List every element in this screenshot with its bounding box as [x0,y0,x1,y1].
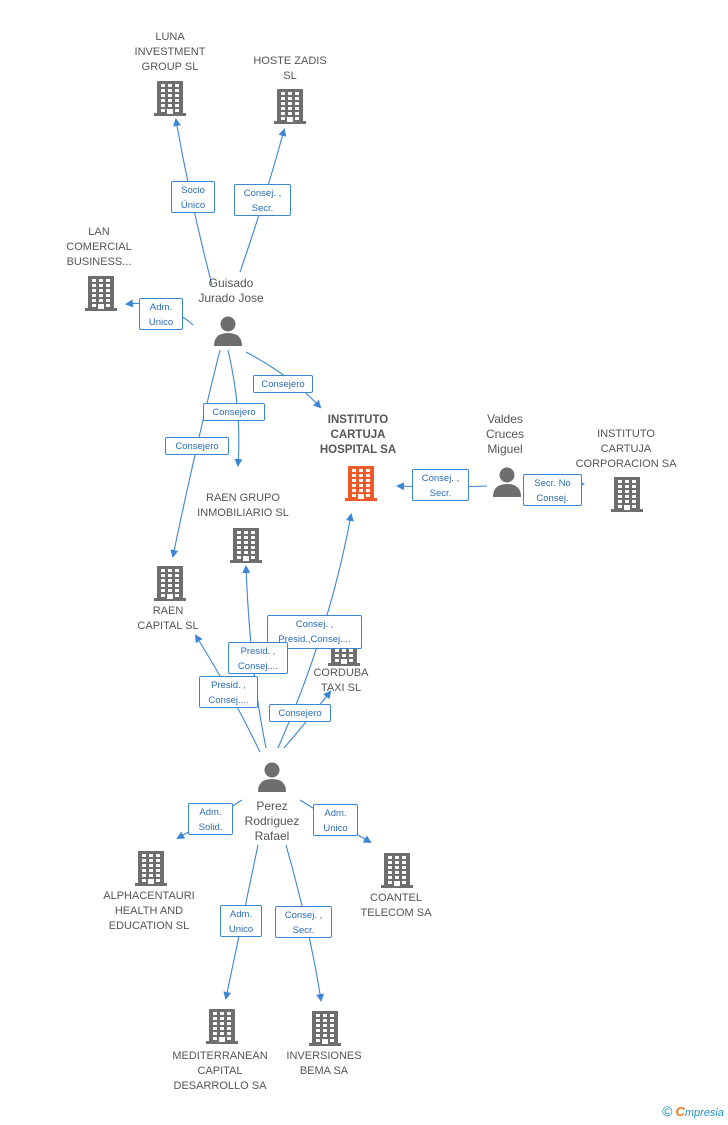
raengrupo-label[interactable]: RAEN GRUPO INMOBILIARIO SL [197,492,289,519]
e-guisado-instituto-role-label[interactable]: Consejero [253,375,313,393]
corporacion-building-icon[interactable] [611,477,643,512]
e-guisado-lan-role-label[interactable]: Adm. Unico [139,298,183,330]
hoste-building-icon[interactable] [274,89,306,124]
brand-footer: © Cmpresia [662,1103,724,1119]
e-perez-corduba-role-label[interactable]: Consejero [269,704,331,722]
brand-name: mpresia [684,1107,724,1119]
alpha-building-icon[interactable] [135,851,167,886]
e-perez-coantel-role-label[interactable]: Adm. Unico [313,804,358,836]
coantel-building-icon[interactable] [381,853,413,888]
raengrupo-building-icon[interactable] [230,528,262,563]
guisado-person-icon[interactable] [214,316,242,347]
valdes-label[interactable]: Valdes Cruces Miguel [485,412,524,456]
valdes-person-icon[interactable] [493,467,521,498]
bema-label[interactable]: INVERSIONES BEMA SA [286,1050,362,1077]
e-valdes-instituto-role-label[interactable]: Consej. , Secr. [412,469,469,501]
e-guisado-raencapital-role-label[interactable]: Consejero [165,437,229,455]
e-guisado-hoste-role-label[interactable]: Consej. , Secr. [234,184,291,216]
e-perez-raengrupo-role-label[interactable]: Presid. , Consej.... [228,642,288,674]
e-guisado-luna-role-label[interactable]: Socio Único [171,181,215,213]
mediterranean-label[interactable]: MEDITERRANEAN CAPITAL DESARROLLO SA [172,1050,268,1092]
nodes-layer [85,81,643,1046]
instituto-label[interactable]: INSTITUTO CARTUJA HOSPITAL SA [319,414,397,456]
lan-building-icon[interactable] [85,276,117,311]
e-perez-instituto-role-label[interactable]: Consej. , Presid.,Consej.... [267,615,362,649]
coantel-label[interactable]: COANTEL TELECOM SA [360,892,432,919]
perez-label[interactable]: Perez Rodriguez Rafael [244,799,300,843]
raencapital-label[interactable]: RAEN CAPITAL SL [137,605,199,632]
copyright-symbol: © [662,1103,673,1119]
perez-person-icon[interactable] [258,762,286,793]
brand-initial: C [675,1104,685,1119]
mediterranean-building-icon[interactable] [206,1009,238,1044]
alpha-label[interactable]: ALPHACENTAURI HEALTH AND EDUCATION SL [103,890,195,932]
e-perez-bema-role-label[interactable]: Consej. , Secr. [275,906,332,938]
e-perez-raencapital-role-label[interactable]: Presid. , Consej.... [199,676,258,708]
corduba-label[interactable]: CORDUBA TAXI SL [313,667,369,694]
bema-building-icon[interactable] [309,1011,341,1046]
raencapital-building-icon[interactable] [154,566,186,601]
luna-building-icon[interactable] [154,81,186,116]
luna-label[interactable]: LUNA INVESTMENT GROUP SL [134,31,206,73]
instituto-building-icon[interactable] [345,466,377,501]
guisado-label[interactable]: Guisado Jurado Jose [198,276,264,305]
e-perez-mediterranean-role-label[interactable]: Adm. Unico [220,905,262,937]
lan-label[interactable]: LAN COMERCIAL BUSINESS... [66,226,132,268]
e-guisado-raengrupo-role-label[interactable]: Consejero [203,403,265,421]
e-perez-alpha-role-label[interactable]: Adm. Solid. [188,803,233,835]
e-valdes-corporacion-role-label[interactable]: Secr. No Consej. [523,474,582,506]
edges-layer [125,118,585,1002]
hoste-label[interactable]: HOSTE ZADIS SL [253,55,327,82]
corporacion-label[interactable]: INSTITUTO CARTUJA CORPORACION SA [575,428,677,470]
